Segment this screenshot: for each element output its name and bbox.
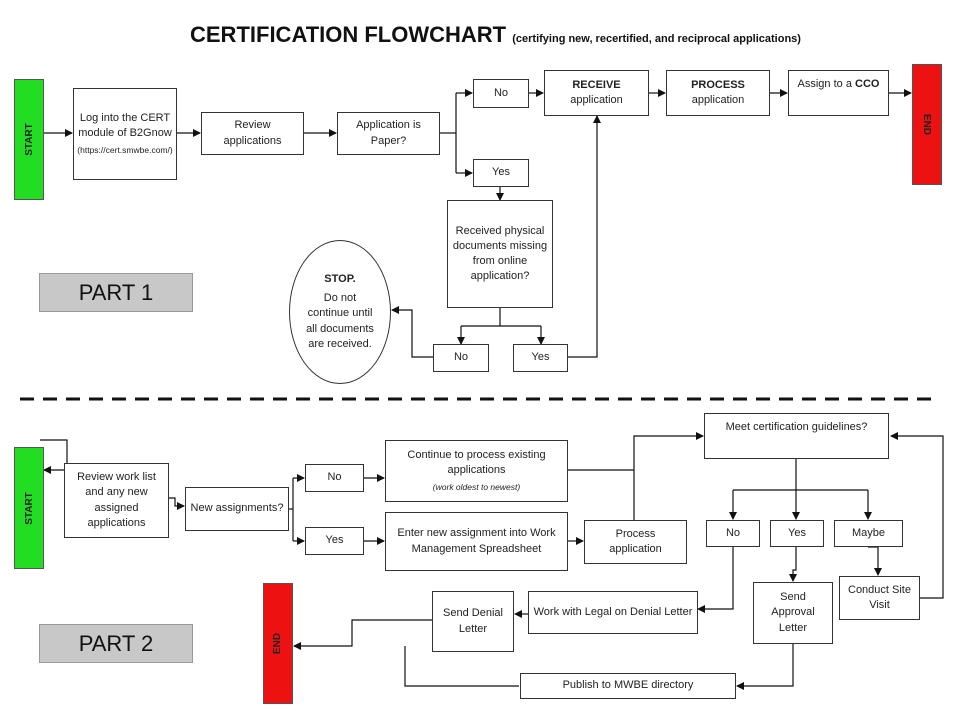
- documents-no-option: No: [433, 344, 489, 372]
- stop-oval: STOP. Do not continue until all document…: [289, 240, 391, 384]
- arrow-start2-review: [40, 439, 68, 474]
- assign-cco-step: Assign to a CCO: [788, 70, 889, 116]
- arrow-yes2-receive: [568, 115, 601, 358]
- start-bar-part1: START: [14, 79, 44, 200]
- publish-directory-step: Publish to MWBE directory: [520, 673, 736, 699]
- received-documents-decision: Received physical documents missing from…: [447, 200, 553, 308]
- review-work-list-step: Review work list and any new assigned ap…: [64, 463, 169, 538]
- cert-url: (https://cert.smwbe.com/): [77, 145, 173, 156]
- end-bar-part1: END: [912, 64, 942, 185]
- part1-label: PART 1: [39, 273, 193, 312]
- guidelines-maybe-option: Maybe: [834, 520, 903, 547]
- continue-processing-step: Continue to process existing application…: [385, 440, 568, 502]
- arrow-yes-approval: [789, 547, 797, 582]
- review-applications-step: Review applications: [201, 112, 304, 155]
- guidelines-no-option: No: [706, 520, 760, 547]
- end-bar-part2: END: [263, 583, 293, 704]
- arrow-denial-end2: [293, 619, 432, 650]
- process-application-step-p2: Process application: [584, 520, 687, 564]
- paper-yes-option: Yes: [473, 159, 529, 187]
- arrow-review-new: [169, 497, 185, 510]
- application-paper-decision: Application is Paper?: [337, 112, 440, 155]
- page-title: CERTIFICATION FLOWCHART (certifying new,…: [190, 22, 801, 48]
- work-with-legal-step: Work with Legal on Denial Letter: [528, 591, 698, 634]
- start-bar-part2: START: [14, 447, 44, 569]
- part2-label: PART 2: [39, 624, 193, 663]
- paper-no-option: No: [473, 79, 529, 108]
- title-main: CERTIFICATION FLOWCHART: [190, 22, 507, 47]
- send-denial-letter-step: Send Denial Letter: [432, 591, 514, 652]
- conduct-site-visit-step: Conduct Site Visit: [839, 576, 920, 620]
- documents-yes-option: Yes: [513, 344, 568, 372]
- send-approval-letter-step: Send Approval Letter: [753, 582, 833, 644]
- arrow-no2-stop: [391, 306, 433, 358]
- process-application-step: PROCESS application: [666, 70, 770, 116]
- arrow-maybe-site: [868, 546, 882, 576]
- arrow-approval-publish: [736, 644, 794, 690]
- arrow-no-legal: [697, 547, 734, 613]
- arrow-site-meet: [890, 432, 944, 599]
- assignments-no-option: No: [305, 464, 364, 492]
- assignments-yes-option: Yes: [305, 527, 364, 555]
- guidelines-yes-option: Yes: [770, 520, 824, 547]
- new-assignments-decision: New assignments?: [185, 487, 289, 531]
- arrow-process-meet: [633, 432, 704, 520]
- login-step: Log into the CERT module of B2Gnow (http…: [73, 88, 177, 180]
- line-publish-end2: [404, 646, 519, 687]
- title-subtitle: (certifying new, recertified, and recipr…: [512, 33, 801, 45]
- meet-guidelines-decision: Meet certification guidelines?: [704, 413, 889, 459]
- enter-new-assignment-step: Enter new assignment into Work Managemen…: [385, 512, 568, 571]
- receive-application-step: RECEIVE application: [544, 70, 649, 116]
